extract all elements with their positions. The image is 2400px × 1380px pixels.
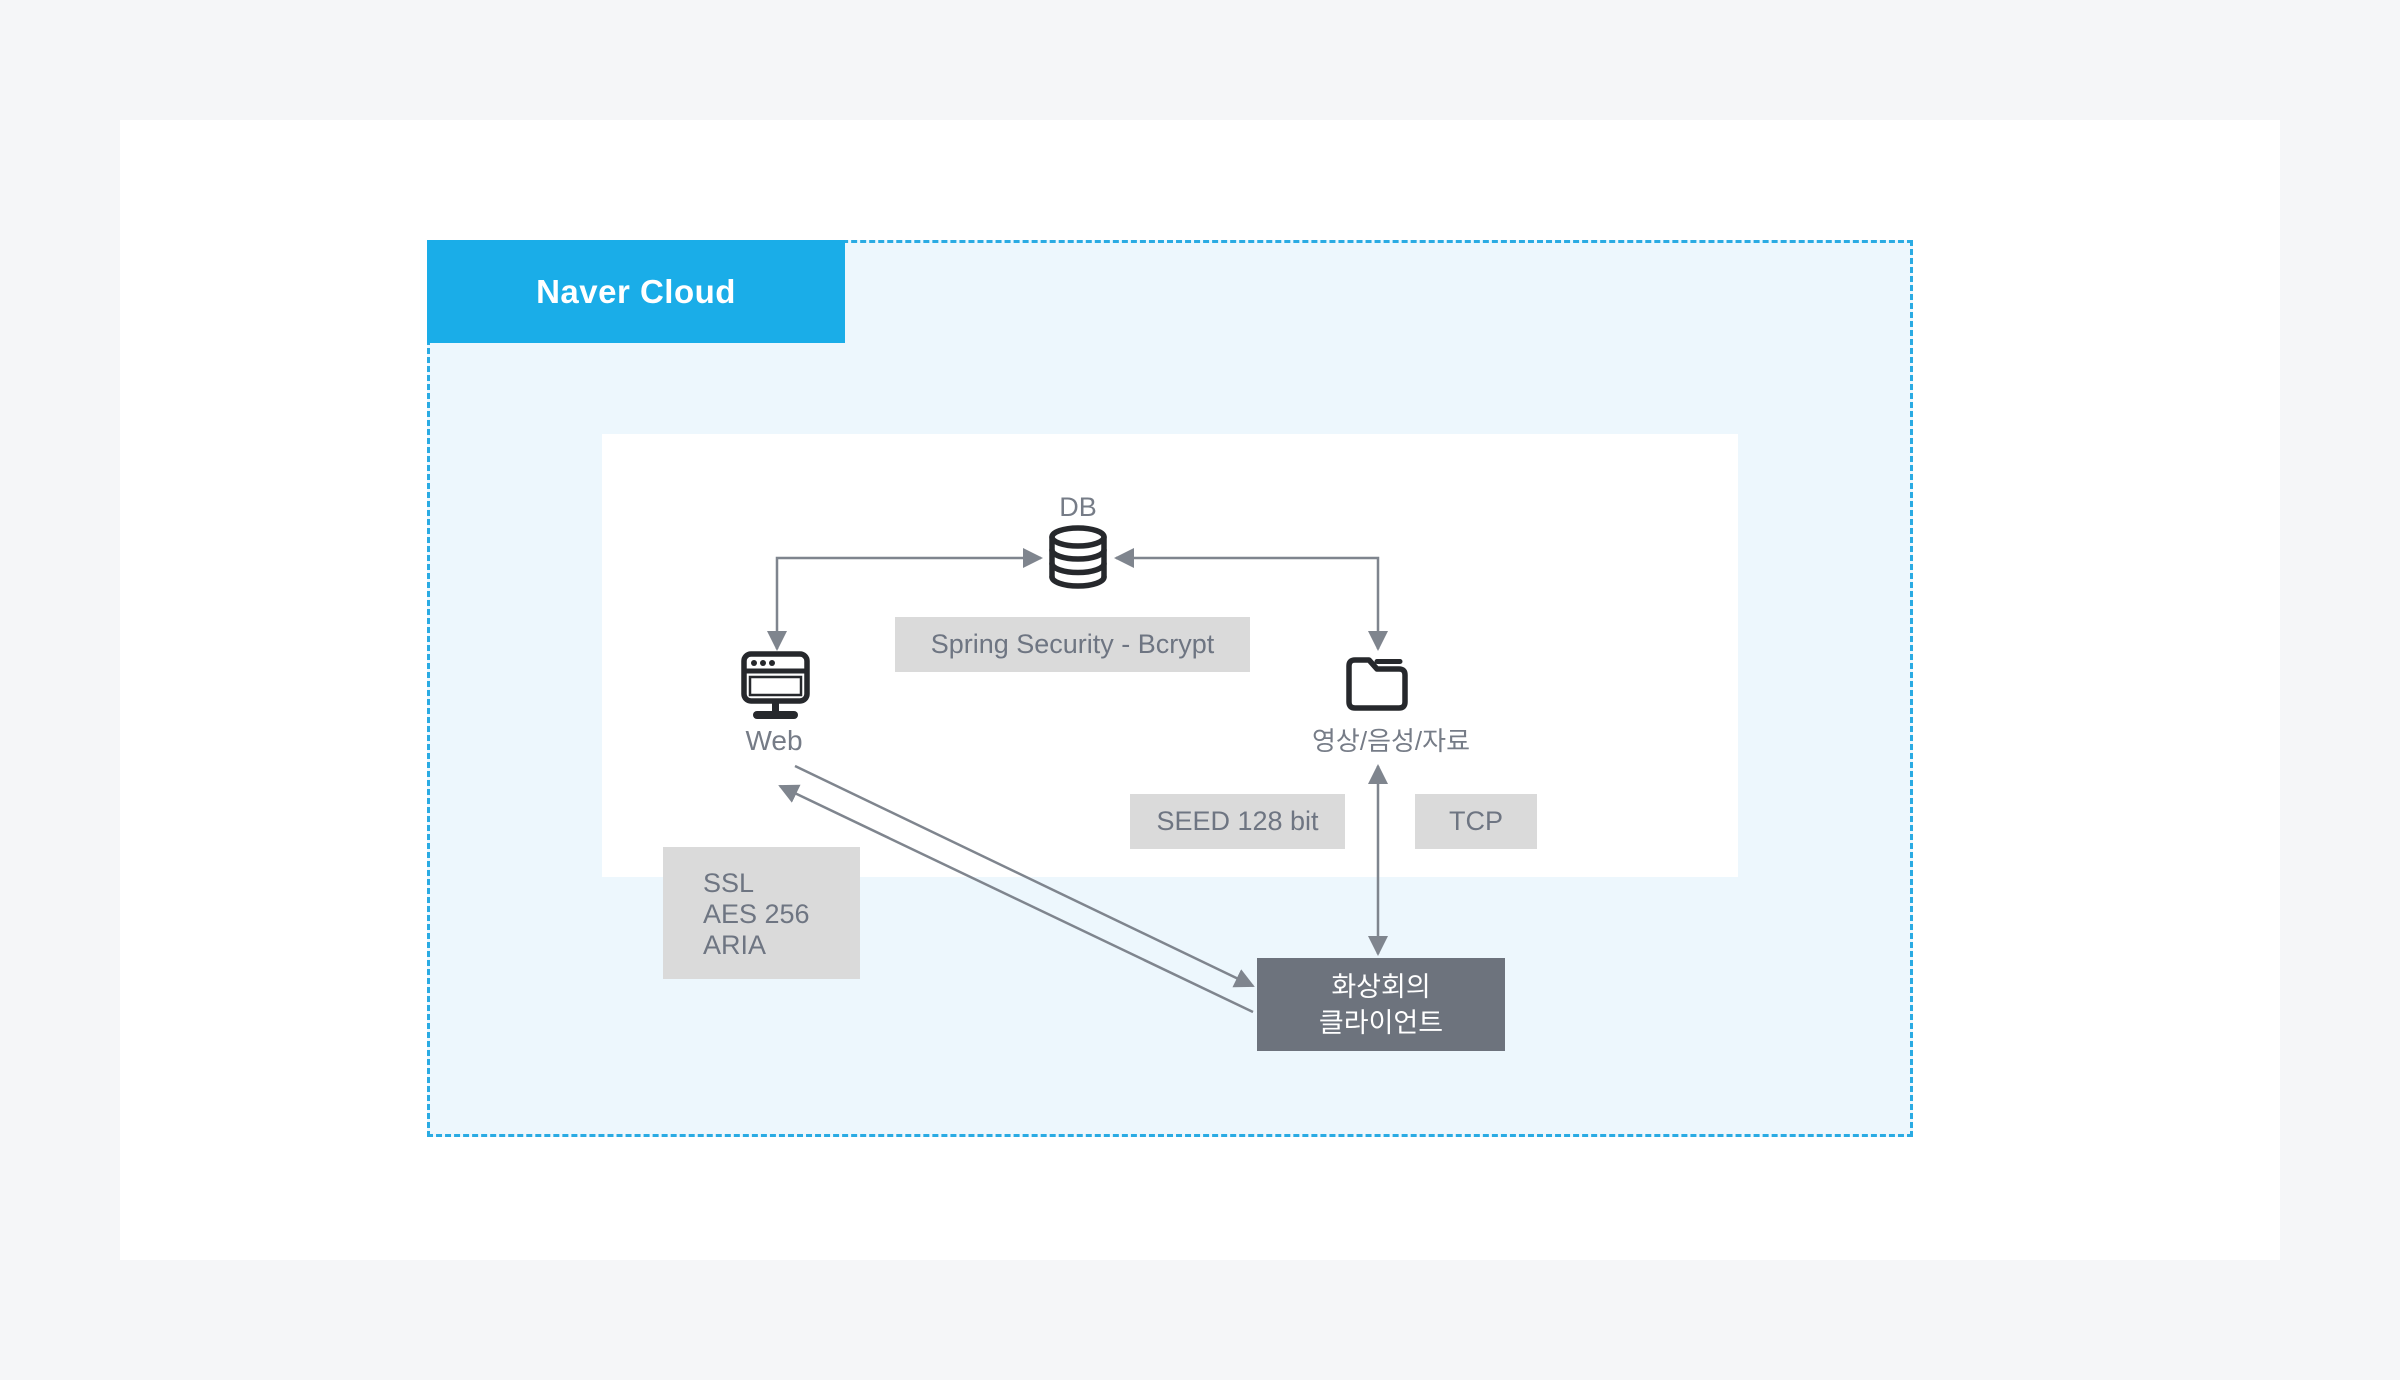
tag-seed-128: SEED 128 bit bbox=[1130, 794, 1345, 849]
naver-cloud-title-text: Naver Cloud bbox=[536, 272, 736, 310]
client-node-line2: 클라이언트 bbox=[1318, 1007, 1444, 1038]
tag-tcp: TCP bbox=[1415, 794, 1537, 849]
folder-icon bbox=[1346, 657, 1408, 711]
web-label-text: Web bbox=[745, 725, 803, 756]
db-label-text: DB bbox=[1059, 492, 1097, 522]
db-label: DB bbox=[1038, 492, 1118, 523]
client-node: 화상회의 클라이언트 bbox=[1257, 958, 1505, 1051]
tag-ssl-line2: AES 256 bbox=[703, 899, 810, 929]
web-label: Web bbox=[722, 725, 826, 757]
tag-ssl-aes-aria: SSL AES 256 ARIA bbox=[663, 847, 860, 979]
tag-spring-security-text: Spring Security - Bcrypt bbox=[930, 629, 1215, 659]
database-icon bbox=[1049, 525, 1107, 589]
media-label-text: 영상/음성/자료 bbox=[1312, 726, 1470, 756]
naver-cloud-title: Naver Cloud bbox=[427, 240, 845, 343]
web-browser-icon bbox=[741, 651, 810, 719]
tag-ssl-line3: ARIA bbox=[703, 930, 767, 960]
client-node-line1: 화상회의 bbox=[1331, 971, 1431, 1002]
tag-ssl-line1: SSL bbox=[703, 868, 755, 898]
tag-seed-128-text: SEED 128 bit bbox=[1156, 806, 1319, 836]
tag-tcp-text: TCP bbox=[1449, 806, 1503, 836]
media-label: 영상/음성/자료 bbox=[1291, 721, 1491, 758]
tag-spring-security: Spring Security - Bcrypt bbox=[895, 617, 1250, 672]
